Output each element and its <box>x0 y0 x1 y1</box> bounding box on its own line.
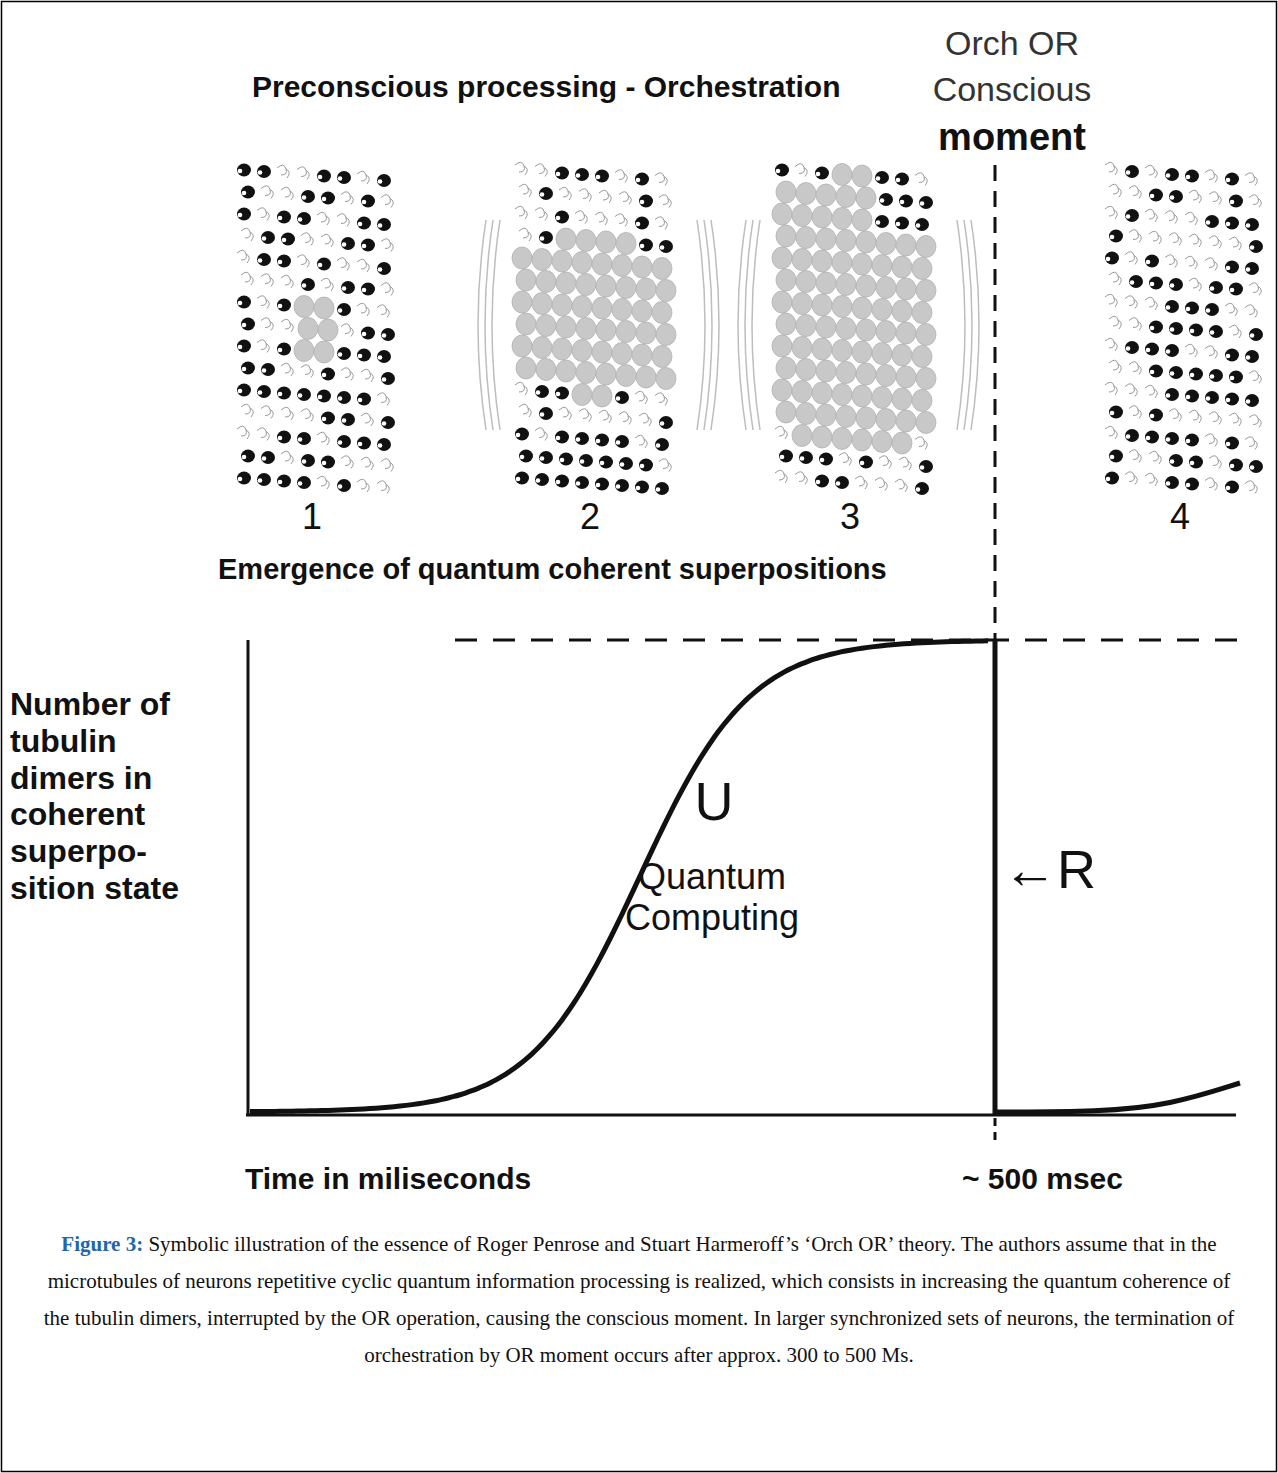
section-label: Emergence of quantum coherent superposit… <box>218 553 887 586</box>
panel-number: 1 <box>302 496 322 537</box>
x-axis <box>246 1114 1236 1117</box>
coherence-curve <box>250 641 988 1112</box>
moment-dashed-line <box>994 165 997 640</box>
process-label: Quantum Computing <box>612 856 812 939</box>
axis-label: Number of tubulin dimers in coherent sup… <box>10 686 210 907</box>
microtubule <box>738 164 979 496</box>
operator-label: U <box>695 770 734 832</box>
microtubule <box>478 162 719 495</box>
title: Preconscious processing - Orchestration <box>252 70 841 105</box>
moment-tick <box>994 1118 997 1142</box>
heading-line: Conscious <box>933 70 1092 109</box>
panel-number: 4 <box>1170 496 1190 537</box>
panel-number: 3 <box>840 496 860 537</box>
axis-label: Time in miliseconds <box>245 1162 531 1197</box>
coherence-curve <box>250 641 1240 1112</box>
heading-line: moment <box>938 116 1086 160</box>
operator-label: ←R <box>1003 838 1096 900</box>
microtubule-panels <box>237 162 1263 495</box>
coherence-curve-next <box>995 1083 1240 1112</box>
max-dashed-line <box>455 639 1240 642</box>
heading-line: Orch OR <box>945 24 1079 63</box>
reduction-line <box>993 640 998 1116</box>
y-axis <box>247 640 250 1116</box>
caption: Figure 3: Symbolic illustration of the e… <box>40 1226 1238 1374</box>
tick-label: ~ 500 msec <box>962 1162 1123 1197</box>
microtubule <box>237 164 395 494</box>
figure-number: Figure 3: <box>61 1232 143 1256</box>
panel-number: 2 <box>580 496 600 537</box>
microtubule <box>1105 162 1263 493</box>
